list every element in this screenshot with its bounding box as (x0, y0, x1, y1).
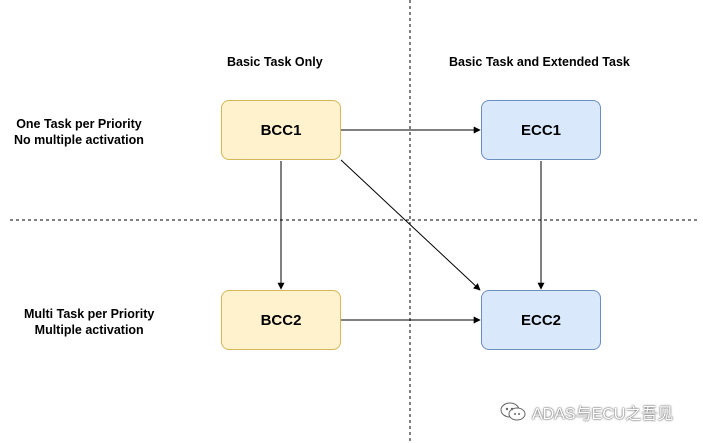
column-header-basic: Basic Task Only (227, 55, 323, 69)
edge-bcc1-ecc2 (340, 159, 481, 291)
node-ecc2: ECC2 (481, 290, 601, 350)
row-label-multi-task: Multi Task per Priority Multiple activat… (24, 306, 154, 338)
row-label-one-task-line2: No multiple activation (14, 133, 144, 147)
row-label-multi-task-line1: Multi Task per Priority (24, 307, 155, 321)
node-bcc1: BCC1 (221, 100, 341, 160)
row-label-one-task-line1: One Task per Priority (16, 117, 142, 131)
row-label-one-task: One Task per Priority No multiple activa… (14, 116, 144, 148)
wechat-icon (500, 402, 526, 421)
watermark: ADAS与ECU之吾见 (500, 400, 673, 424)
watermark-text: ADAS与ECU之吾见 (532, 406, 674, 423)
node-bcc2: BCC2 (221, 290, 341, 350)
row-label-multi-task-line2: Multiple activation (34, 323, 144, 337)
node-ecc1: ECC1 (481, 100, 601, 160)
column-header-extended: Basic Task and Extended Task (449, 55, 630, 69)
